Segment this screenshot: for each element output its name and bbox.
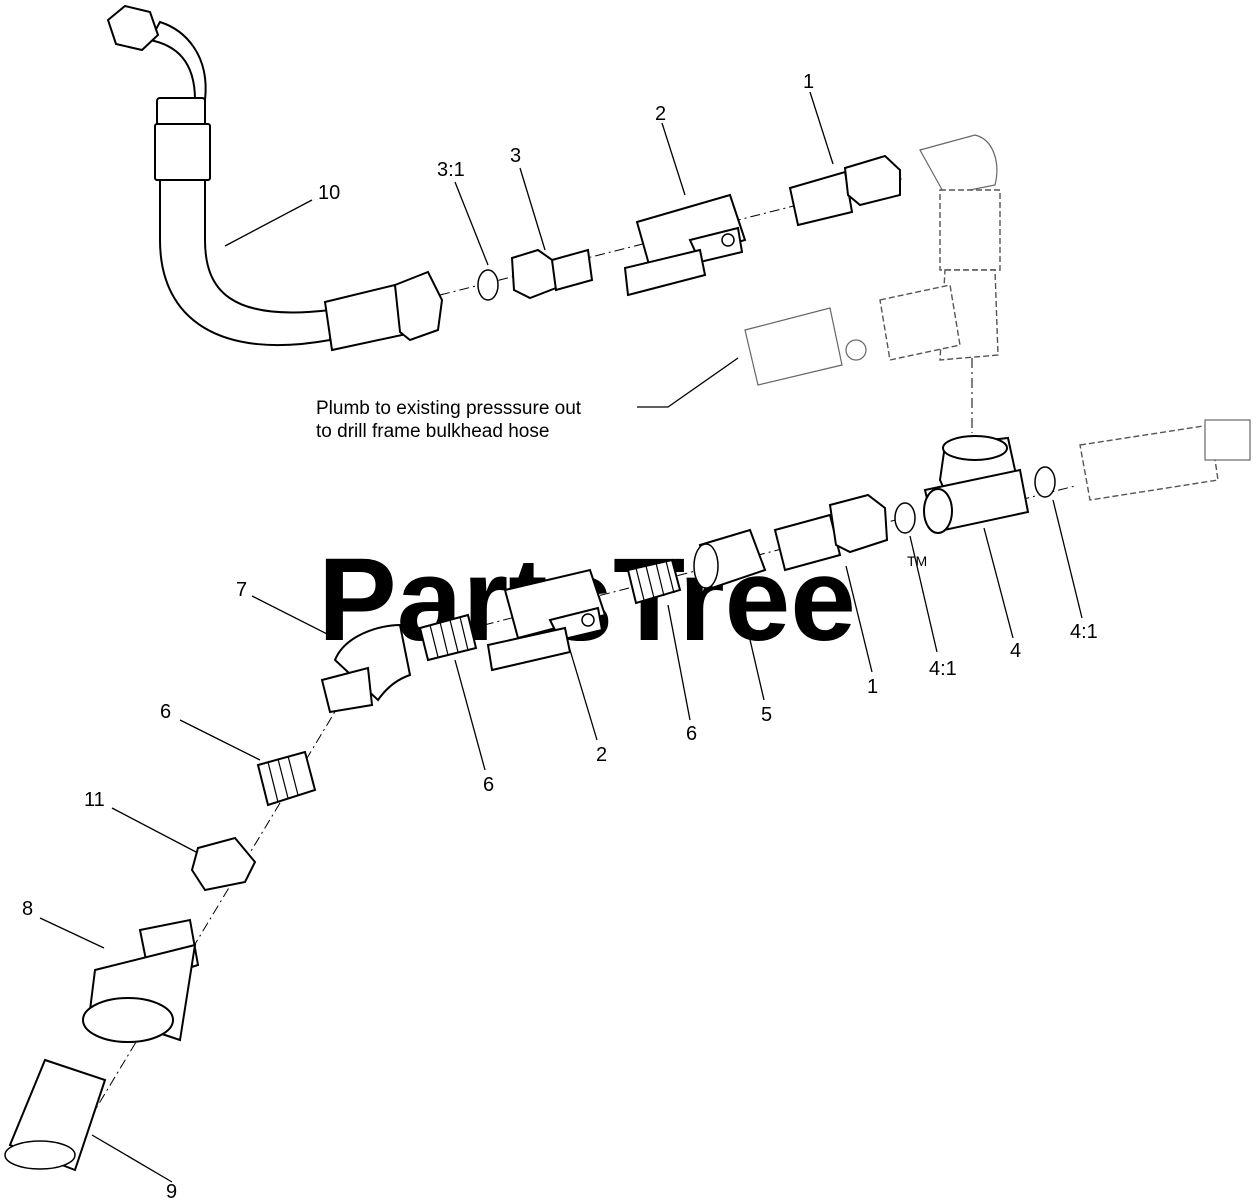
bushing-11 xyxy=(190,836,257,892)
elbow-fitting-7 xyxy=(320,623,412,714)
callout-4: 4 xyxy=(1010,640,1021,662)
callout-4-1-right: 4:1 xyxy=(1070,621,1098,643)
callout-1-top: 1 xyxy=(803,71,814,93)
leader-lines xyxy=(39,91,1083,1183)
callout-2-top: 2 xyxy=(655,103,666,125)
callout-5: 5 xyxy=(761,704,772,726)
callout-4-1-mid: 4:1 xyxy=(929,658,957,680)
o-ring-4-1-right xyxy=(1034,466,1056,498)
callout-6-right: 6 xyxy=(686,723,697,745)
callout-7: 7 xyxy=(236,579,247,601)
callout-6-mid: 6 xyxy=(483,774,494,796)
o-ring-3-1 xyxy=(477,269,499,301)
ball-valve-2-top xyxy=(623,193,747,297)
callout-1-bottom: 1 xyxy=(867,676,878,698)
callout-3-1: 3:1 xyxy=(437,159,465,181)
callout-10: 10 xyxy=(318,182,340,204)
straight-fitting-1-bottom xyxy=(773,493,889,572)
sleeve-9 xyxy=(4,1058,107,1172)
adapter-3 xyxy=(510,248,594,300)
pipe-nipple-6-left xyxy=(256,750,317,807)
callout-2-bottom: 2 xyxy=(596,744,607,766)
note-line-2: to drill frame bulkhead hose xyxy=(316,421,549,442)
reducer-8 xyxy=(82,918,200,1043)
callout-9: 9 xyxy=(166,1181,177,1203)
pipe-nipple-6-right xyxy=(626,558,682,605)
ball-valve-2-bottom xyxy=(486,568,607,672)
existing-plumbing-ghost xyxy=(744,134,1251,501)
tee-fitting-4 xyxy=(923,435,1030,534)
hose-assembly-10 xyxy=(106,4,444,352)
straight-fitting-1-top xyxy=(788,154,901,227)
o-ring-4-1-left xyxy=(894,502,916,534)
callout-11: 11 xyxy=(84,789,105,811)
watermark-trademark: TM xyxy=(907,553,927,569)
callout-8: 8 xyxy=(22,898,33,920)
callout-3: 3 xyxy=(510,145,521,167)
pipe-nipple-6-mid xyxy=(418,613,478,662)
note-line-1: Plumb to existing presssure out xyxy=(316,398,582,419)
coupling-5 xyxy=(693,528,767,590)
callout-6-left: 6 xyxy=(160,701,171,723)
